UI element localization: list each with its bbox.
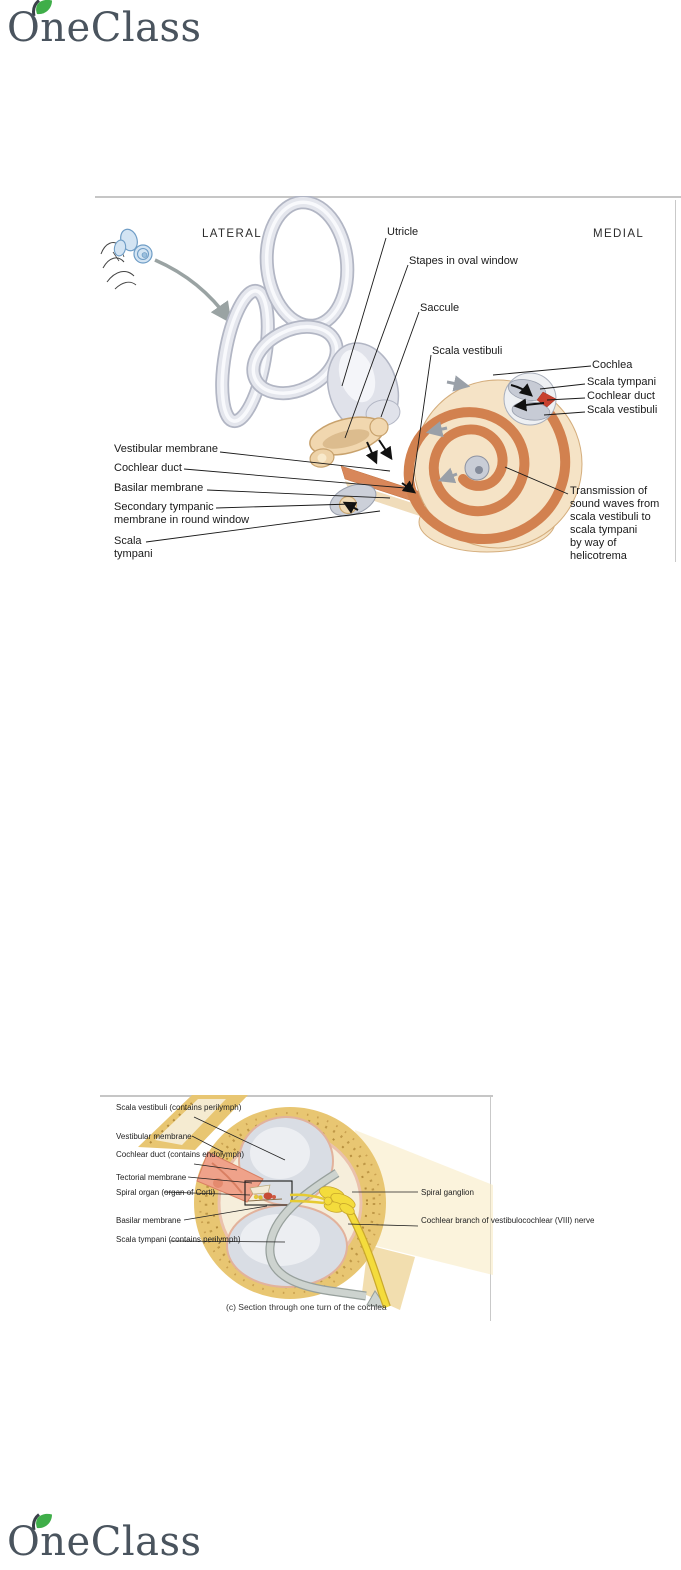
label-cochlea: Cochlea xyxy=(592,359,633,371)
orientation-label-lateral: LATERAL xyxy=(202,228,263,240)
scala-vestibuli-chamber xyxy=(238,1116,334,1206)
label-secondary-tympanic-membrane: Secondary tympanic membrane in round win… xyxy=(114,501,250,526)
cochlear-duct-shape xyxy=(196,1151,264,1203)
logo-text: OneClass xyxy=(7,5,202,51)
label-basilar-membrane: Basilar membrane xyxy=(114,482,204,494)
cochlea-shape xyxy=(403,372,583,553)
leader-lines xyxy=(163,1116,419,1243)
context-zoom-arrow-icon xyxy=(154,258,232,324)
oneclass-logo-top: OneClass xyxy=(7,0,207,56)
figure2-top-border xyxy=(100,1095,493,1097)
figure2-artwork xyxy=(138,1095,493,1310)
label-cochlear-branch: Cochlear branch of vestibulocochlear (VI… xyxy=(421,1216,595,1225)
cochlear-nerve-shape xyxy=(289,1186,391,1309)
label-spiral-ganglion: Spiral ganglion xyxy=(421,1188,474,1197)
figure-cochlea-section: Scala vestibuli (contains perilymph) Ves… xyxy=(100,1095,594,1325)
label-vestibular-membrane: Vestibular membrane xyxy=(116,1132,192,1141)
logo-text: OneClass xyxy=(7,1519,202,1565)
semicircular-canals xyxy=(215,196,355,429)
figure1-right-border xyxy=(675,200,676,562)
flow-arrow-icon xyxy=(510,383,533,397)
scala-tympani-chamber xyxy=(226,1204,348,1288)
label-scala-tympani: Scala tympani (contains perilymph) xyxy=(116,1235,241,1244)
flow-arrow-icon xyxy=(513,398,545,412)
label-saccule: Saccule xyxy=(420,302,460,314)
spiral-organ-shape xyxy=(247,1184,283,1202)
spiral-organ-zoom-box xyxy=(244,1180,293,1206)
label-scala-tympani-left: Scala tympani xyxy=(114,535,153,560)
figure1-top-border xyxy=(95,196,681,198)
leader-lines xyxy=(145,237,592,543)
wave-direction-arrow-icon xyxy=(446,375,471,392)
leaf-icon xyxy=(36,1513,52,1529)
stem-icon xyxy=(32,1513,40,1531)
spiral-turns xyxy=(403,394,571,545)
apple-leaf-icon xyxy=(32,1513,52,1531)
stapes-shape xyxy=(309,416,389,468)
apple-leaf-icon xyxy=(32,0,52,17)
label-scala-tympani-right: Scala tympani xyxy=(587,376,657,388)
oneclass-logo-bottom: OneClass xyxy=(7,1513,207,1570)
figure1-artwork xyxy=(100,196,592,553)
label-scala-vestibuli-top: Scala vestibuli xyxy=(432,345,503,357)
leaf-icon xyxy=(36,0,52,15)
label-cochlear-duct-right: Cochlear duct xyxy=(587,390,655,402)
ear-inset-icon xyxy=(100,228,153,290)
figure2-caption: (c) Section through one turn of the coch… xyxy=(226,1302,387,1312)
wave-direction-arrow-icon xyxy=(437,467,458,484)
orientation-label-medial: MEDIAL xyxy=(593,228,645,240)
bone-glow-right xyxy=(355,1130,493,1275)
figure-inner-ear-labyrinth: LATERAL MEDIAL Utricle Stapes in oval wi… xyxy=(95,196,681,568)
wave-direction-arrow-icon xyxy=(425,421,448,438)
stem-icon xyxy=(32,0,40,17)
label-scala-vestibuli-right: Scala vestibuli xyxy=(587,404,658,416)
label-basilar-membrane: Basilar membrane xyxy=(116,1216,181,1225)
sound-path-arrow-icon xyxy=(265,1169,388,1308)
spiral-ganglion-shape xyxy=(319,1186,356,1215)
label-cochlear-duct-left: Cochlear duct xyxy=(114,462,182,474)
label-tectorial-membrane: Tectorial membrane xyxy=(116,1173,187,1182)
label-stapes-oval-window: Stapes in oval window xyxy=(409,255,518,267)
label-transmission-helicotrema: Transmission of sound waves from scala v… xyxy=(570,485,660,562)
label-spiral-organ: Spiral organ (organ of Corti) xyxy=(116,1188,216,1197)
label-vestibular-membrane: Vestibular membrane xyxy=(114,443,218,455)
cochlea-cut-section xyxy=(503,372,557,426)
label-utricle: Utricle xyxy=(387,226,419,238)
label-cochlear-duct: Cochlear duct (contains endolymph) xyxy=(116,1150,245,1159)
label-scala-vestibuli: Scala vestibuli (contains perilymph) xyxy=(116,1103,242,1112)
